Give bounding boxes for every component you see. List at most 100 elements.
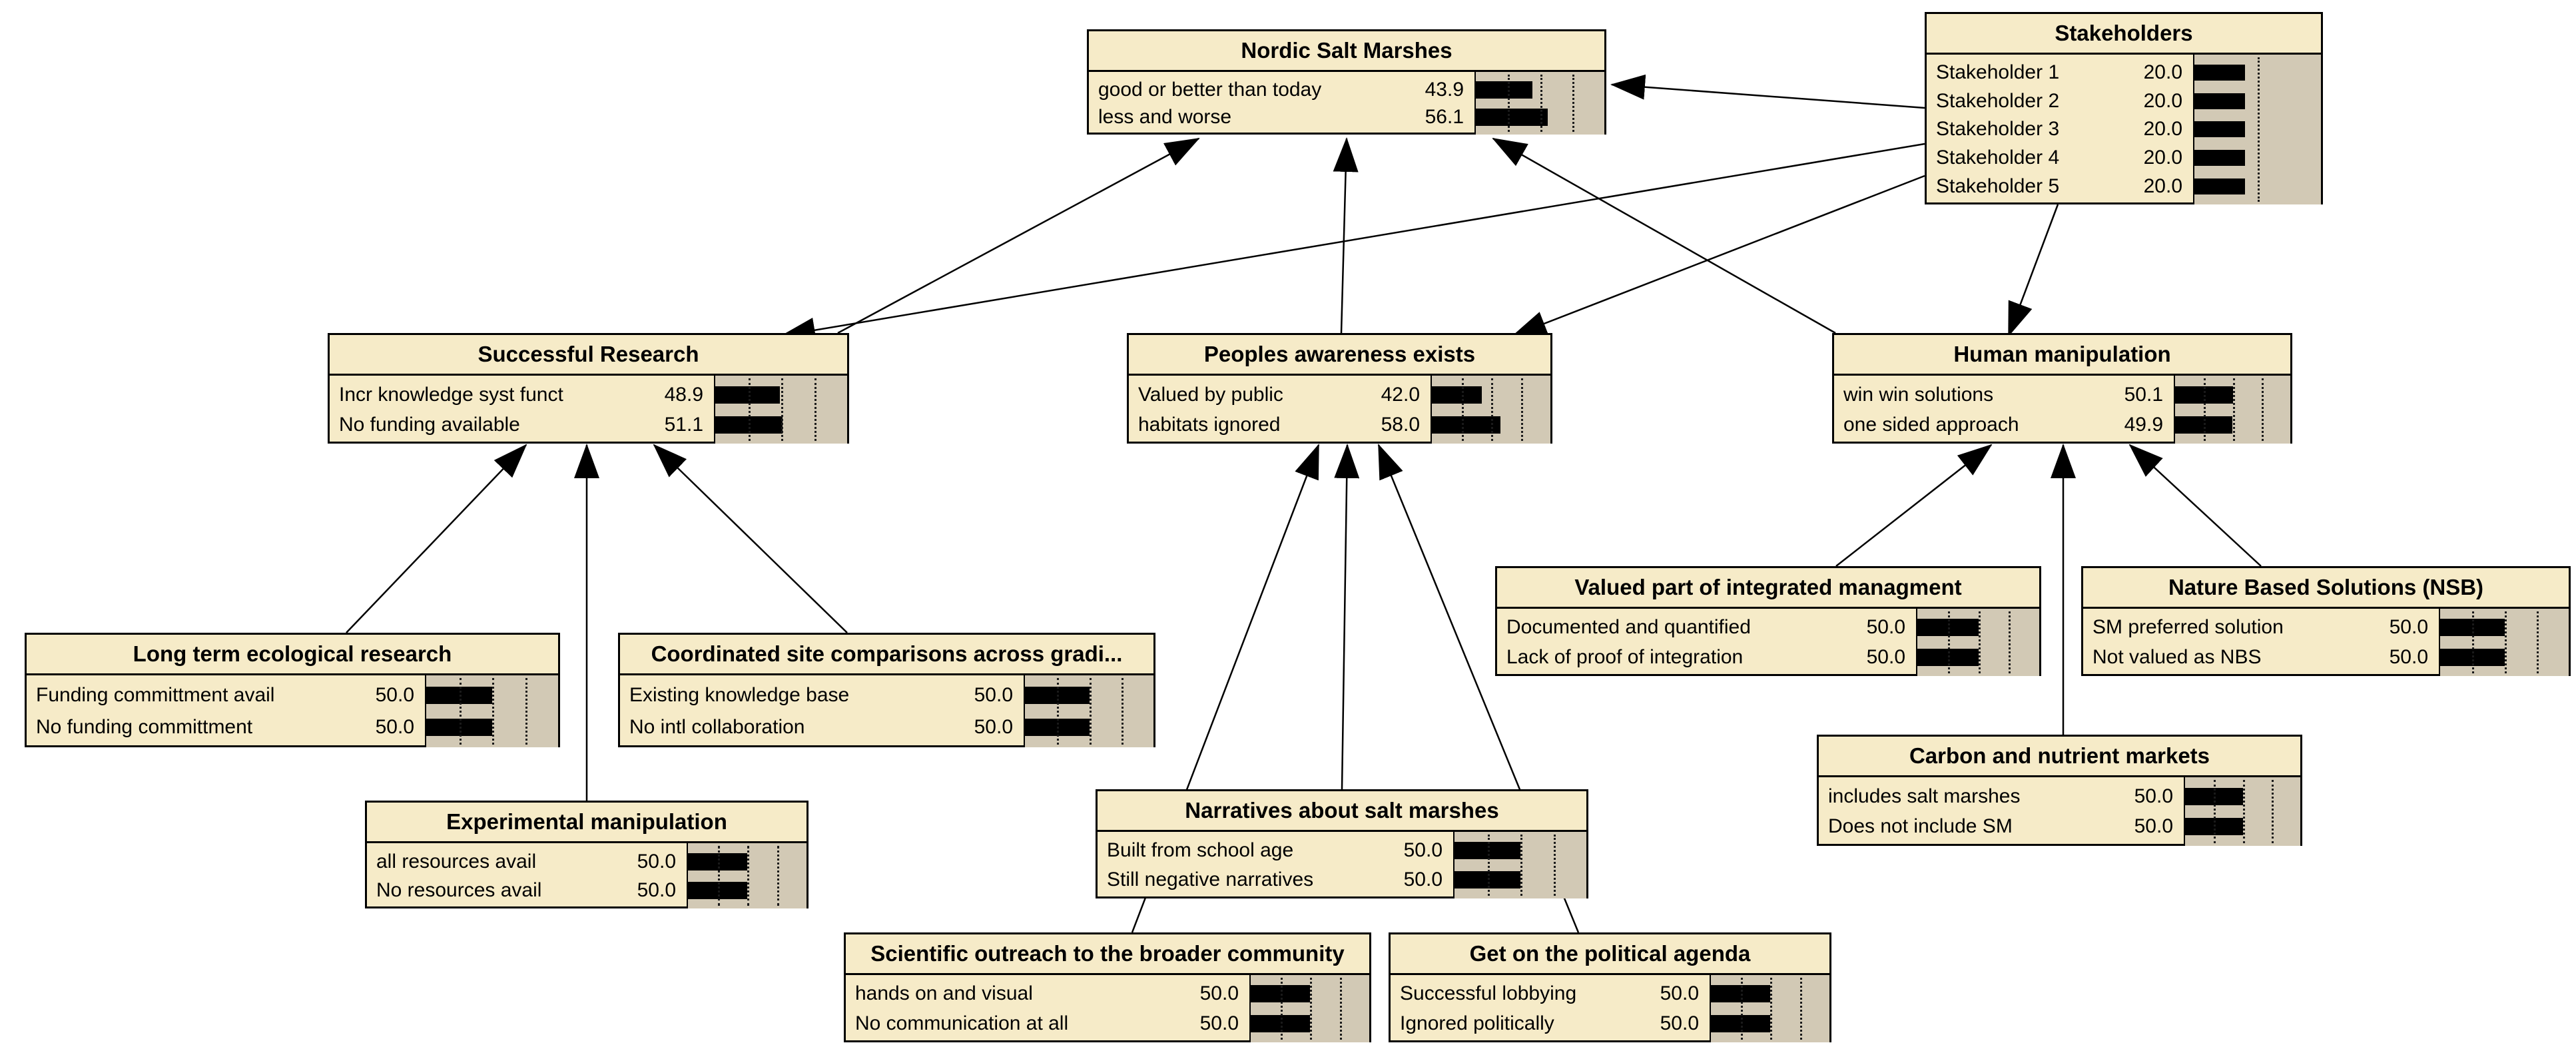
probability-bar[interactable]: [2194, 150, 2245, 167]
probability-bar[interactable]: [2194, 178, 2245, 194]
node-title[interactable]: Narratives about salt marshes: [1098, 791, 1586, 832]
state-label: Existing knowledge base: [629, 684, 850, 706]
node-carbon[interactable]: Carbon and nutrient markets includes salt…: [1817, 735, 2302, 846]
node-sciout[interactable]: Scientific outreach to the broader commu…: [844, 932, 1371, 1042]
state-value: 50.0: [1660, 982, 1699, 1005]
node-title[interactable]: Nature Based Solutions (NSB): [2083, 568, 2569, 609]
bar-gridline: [2204, 378, 2206, 441]
node-title[interactable]: Peoples awareness exists: [1129, 335, 1550, 376]
node-title[interactable]: Carbon and nutrient markets: [1819, 737, 2300, 777]
probability-bar[interactable]: [2194, 121, 2245, 138]
node-title[interactable]: Successful Research: [330, 335, 847, 376]
node-title[interactable]: Stakeholders: [1927, 14, 2321, 55]
node-title[interactable]: Experimental manipulation: [367, 803, 806, 843]
node-title[interactable]: Human manipulation: [1834, 335, 2290, 376]
probability-bar[interactable]: [2194, 93, 2245, 109]
state-value: 48.9: [664, 383, 703, 406]
edge-peoples-to-nordic: [1333, 137, 1359, 334]
node-nbs[interactable]: Nature Based Solutions (NSB)SM preferred…: [2081, 566, 2571, 676]
bar-gridline: [1121, 678, 1124, 745]
node-title[interactable]: Scientific outreach to the broader commu…: [846, 934, 1369, 975]
state-label: Stakeholder 5: [1936, 175, 2060, 197]
bar-gridline: [747, 846, 749, 906]
node-coord[interactable]: Coordinated site comparisons across grad…: [618, 633, 1155, 747]
bar-gridline: [2472, 611, 2475, 673]
bar-gridline: [459, 678, 462, 745]
node-title[interactable]: Coordinated site comparisons across grad…: [620, 635, 1153, 675]
state-value: 50.0: [1403, 869, 1443, 890]
bar-gridline: [2261, 378, 2264, 441]
bar-gridline: [814, 378, 816, 441]
edge-stakeholders-to-peoples: [1512, 175, 1925, 337]
node-nordic[interactable]: Nordic Salt Marshes good or better than t…: [1087, 29, 1606, 135]
probability-bar[interactable]: [1476, 108, 1548, 126]
state-label: includes salt marshes: [1828, 785, 2021, 807]
node-title[interactable]: Valued part of integrated managment: [1497, 568, 2039, 609]
probability-bar[interactable]: [2175, 416, 2233, 434]
state-value: 50.0: [637, 878, 676, 901]
state-label: Stakeholder 4: [1936, 147, 2060, 169]
state-label: habitats ignored: [1138, 413, 1281, 436]
probability-bar[interactable]: [1432, 386, 1482, 404]
bar-gridline: [1540, 75, 1542, 132]
probability-bar[interactable]: [715, 386, 780, 404]
probability-bar[interactable]: [1432, 416, 1501, 434]
edge-human-to-nordic: [1492, 137, 1836, 334]
node-title[interactable]: Nordic Salt Marshes: [1089, 31, 1604, 72]
state-label: No funding available: [339, 413, 520, 436]
state-value: 50.0: [1199, 982, 1239, 1005]
probability-bar[interactable]: [2194, 65, 2245, 81]
node-title[interactable]: Long term ecological research: [27, 635, 558, 675]
node-expman[interactable]: Experimental manipulation all resources a…: [365, 801, 808, 908]
state-label: Ignored politically: [1400, 1012, 1554, 1034]
node-title[interactable]: Get on the political agenda: [1391, 934, 1829, 975]
probability-bar[interactable]: [1476, 81, 1532, 99]
state-label: No communication at all: [855, 1012, 1069, 1034]
